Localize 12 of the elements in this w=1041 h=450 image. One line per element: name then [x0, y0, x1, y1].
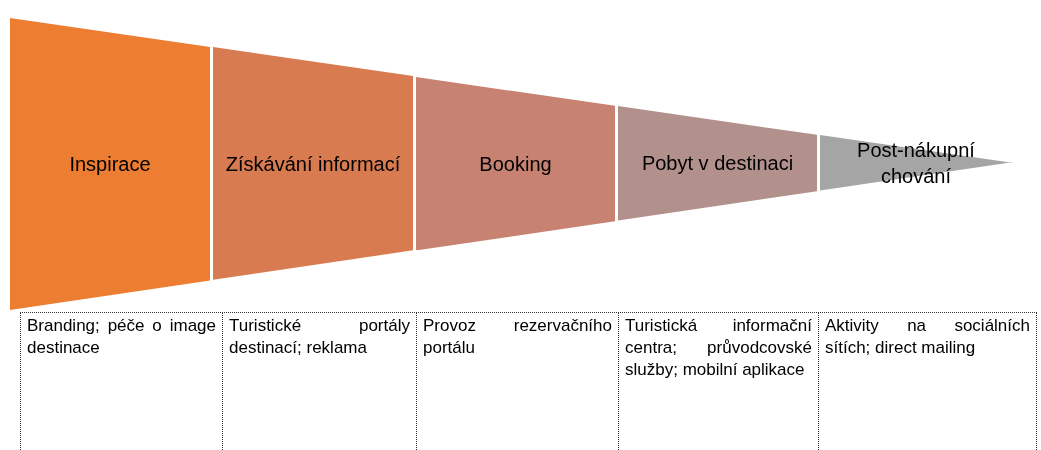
- stage-label: Booking: [478, 151, 553, 177]
- funnel-segment: [10, 18, 210, 310]
- table-cell: Branding; péče o image destinace: [20, 312, 223, 450]
- stage-label: Pobyt v destinaci: [640, 151, 795, 177]
- stage-label: Získávání informací: [224, 151, 402, 177]
- funnel-segment: [213, 47, 413, 281]
- stage-label: Post-nákupní chování: [856, 138, 976, 190]
- funnel-segment: [618, 106, 817, 221]
- funnel-segment: [820, 135, 1012, 191]
- funnel-segment: [416, 76, 615, 251]
- stage-label: Inspirace: [68, 152, 152, 177]
- table-cell: Aktivity na sociálních sítích; direct mailing: [818, 312, 1037, 450]
